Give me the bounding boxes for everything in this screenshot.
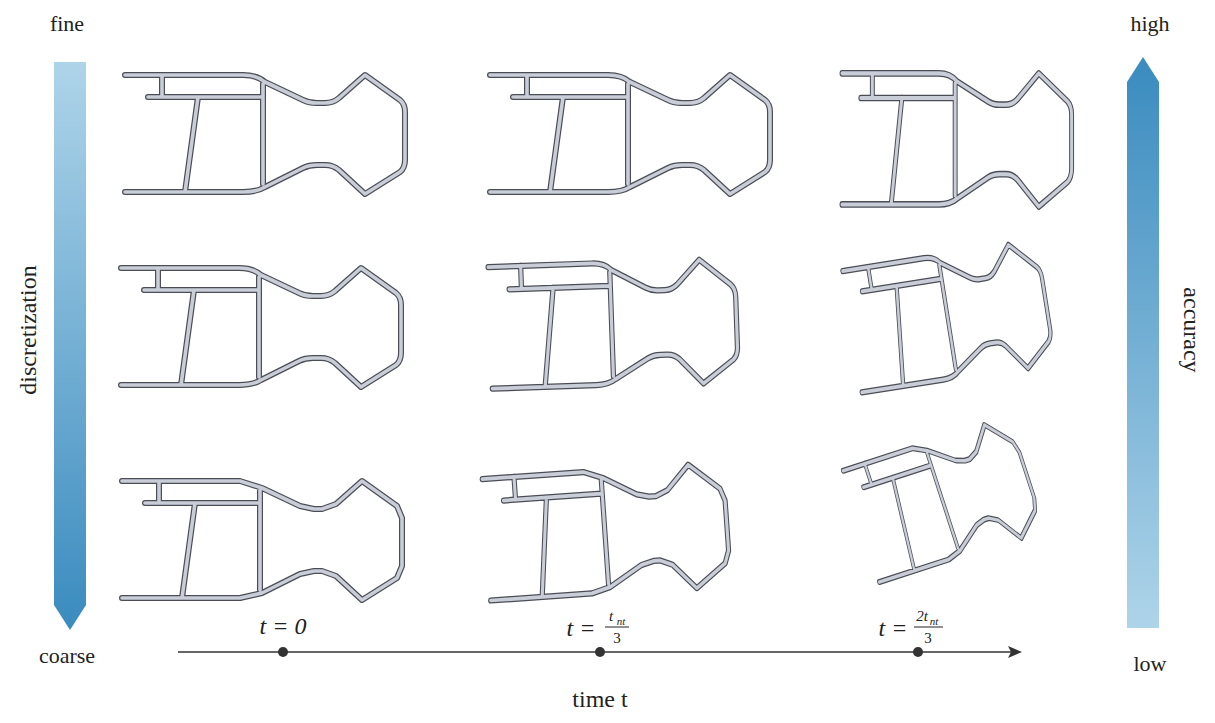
fraction-denominator: 3	[613, 631, 621, 646]
time-arrowhead	[1008, 646, 1022, 658]
scale-end: low	[1134, 653, 1167, 675]
frame-fine-t0	[125, 75, 405, 194]
time-tick	[913, 647, 923, 657]
frame-medium-t0	[121, 268, 401, 387]
scale-end: fine	[50, 13, 84, 35]
scale-end: high	[1130, 13, 1169, 35]
fraction-bar	[914, 627, 943, 628]
frame-coarse-t1	[482, 462, 731, 602]
accuracy-bar	[1127, 57, 1159, 628]
fraction-denominator: 3	[924, 631, 932, 646]
time-label: t =	[879, 616, 908, 640]
axis-title: time t	[572, 687, 627, 711]
discretization-bar	[54, 62, 86, 630]
fraction-subscript: nt	[617, 616, 626, 627]
scale-end: coarse	[39, 645, 95, 667]
axis-title: discretization	[16, 265, 40, 394]
frame-fine-t1	[490, 75, 770, 194]
frame-coarse-t2	[843, 417, 1045, 584]
time-tick	[278, 647, 288, 657]
frame-medium-t2	[842, 240, 1055, 394]
axis-title: accuracy	[1180, 287, 1204, 372]
frame-coarse-t0	[122, 481, 402, 600]
time-tick	[595, 647, 605, 657]
frame-medium-t1	[488, 259, 739, 391]
fraction-numerator: 2t	[916, 609, 928, 624]
fraction-numerator: t	[609, 609, 613, 624]
frame-fine-t2	[842, 73, 1072, 206]
fraction-subscript: nt	[930, 616, 939, 627]
time-label: t =	[567, 616, 596, 640]
time-label: t = 0	[260, 614, 307, 638]
fraction-bar	[605, 627, 629, 628]
